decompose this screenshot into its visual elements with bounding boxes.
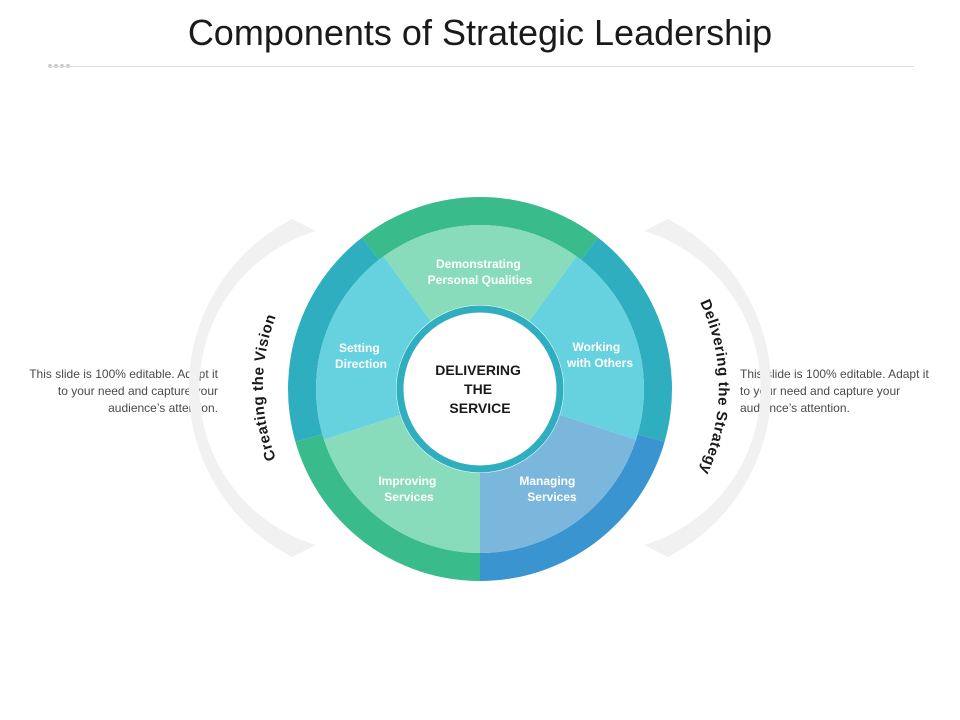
page-title: Components of Strategic Leadership bbox=[187, 12, 773, 53]
arc-label-creating-vision: Creating the Vision bbox=[250, 312, 280, 464]
outer-band-bottom-right bbox=[480, 434, 665, 581]
center-border bbox=[396, 305, 564, 473]
outer-band-right bbox=[580, 237, 672, 442]
segment-ring bbox=[287, 197, 672, 581]
segment-label-top: Demonstrating Personal Qualities bbox=[428, 257, 533, 287]
segment-label-right: Working with Others bbox=[566, 340, 633, 370]
segment-label-bottom-left: Improving Services bbox=[378, 474, 439, 504]
arc-label-delivering-strategy: Delivering the Strategy bbox=[696, 297, 732, 477]
left-grey-arc bbox=[188, 219, 316, 557]
title-divider bbox=[48, 66, 914, 67]
right-grey-arc bbox=[644, 219, 772, 557]
segment-bottom-left bbox=[324, 413, 480, 553]
outer-band-left bbox=[287, 237, 380, 442]
outer-band-bottom-left bbox=[295, 434, 480, 581]
segment-left bbox=[316, 256, 433, 440]
outer-band-top bbox=[361, 197, 599, 260]
segment-right bbox=[527, 256, 644, 440]
segment-top bbox=[383, 225, 577, 325]
segment-label-left: Setting Direction bbox=[335, 341, 387, 371]
center-ring bbox=[396, 305, 564, 473]
segment-label-bottom-right: Managing Services bbox=[519, 474, 578, 504]
segment-bottom-right bbox=[480, 413, 636, 553]
center-label: DELIVERING THE SERVICE bbox=[435, 362, 524, 416]
